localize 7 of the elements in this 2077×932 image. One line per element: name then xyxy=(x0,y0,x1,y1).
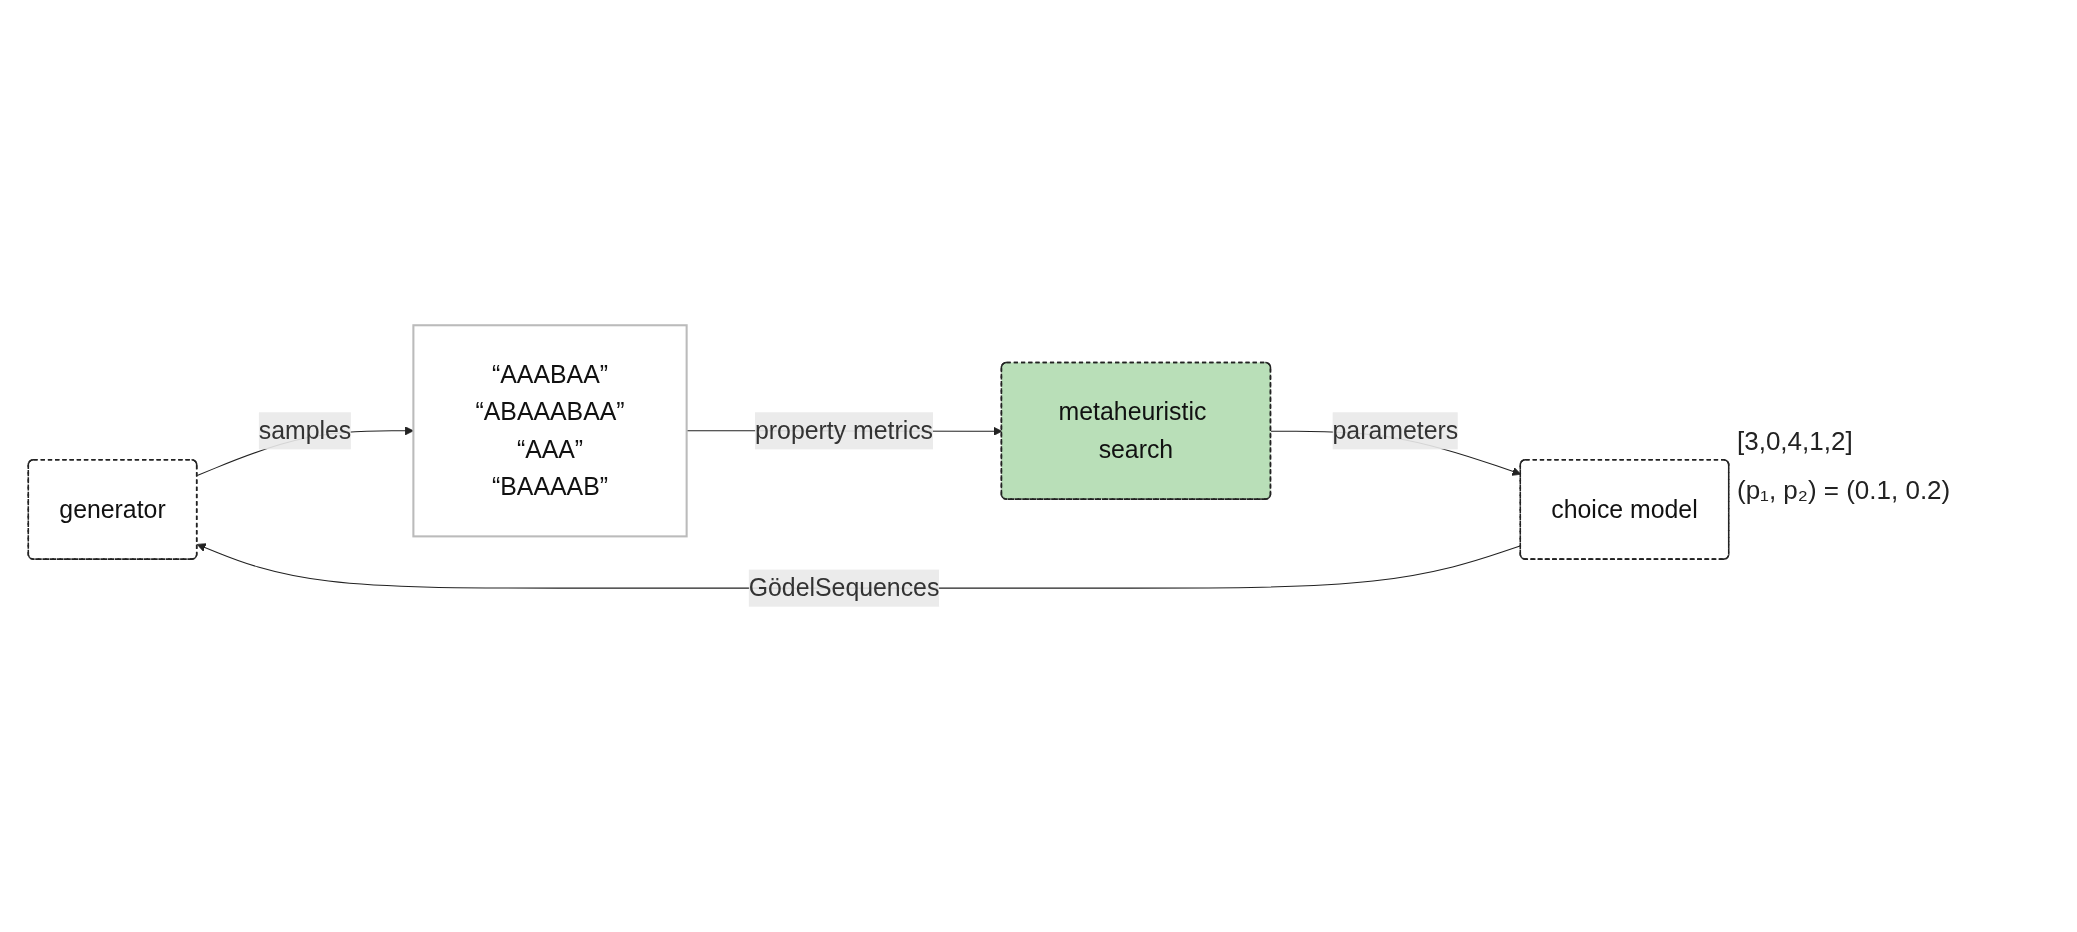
edge-label: property metrics xyxy=(754,416,934,445)
edge-label: parameters xyxy=(1332,416,1459,445)
node-box: “AAABAA” “ABAAABAA” “AAA” “BAAAAB” xyxy=(412,324,688,538)
note-label: [3,0,4,1,2] xyxy=(1737,426,1854,457)
edge-label: samples xyxy=(258,416,352,445)
note-label: (p₁, p₂) = (0.1, 0.2) xyxy=(1737,475,1952,506)
edge-label: GödelSequences xyxy=(748,573,940,602)
